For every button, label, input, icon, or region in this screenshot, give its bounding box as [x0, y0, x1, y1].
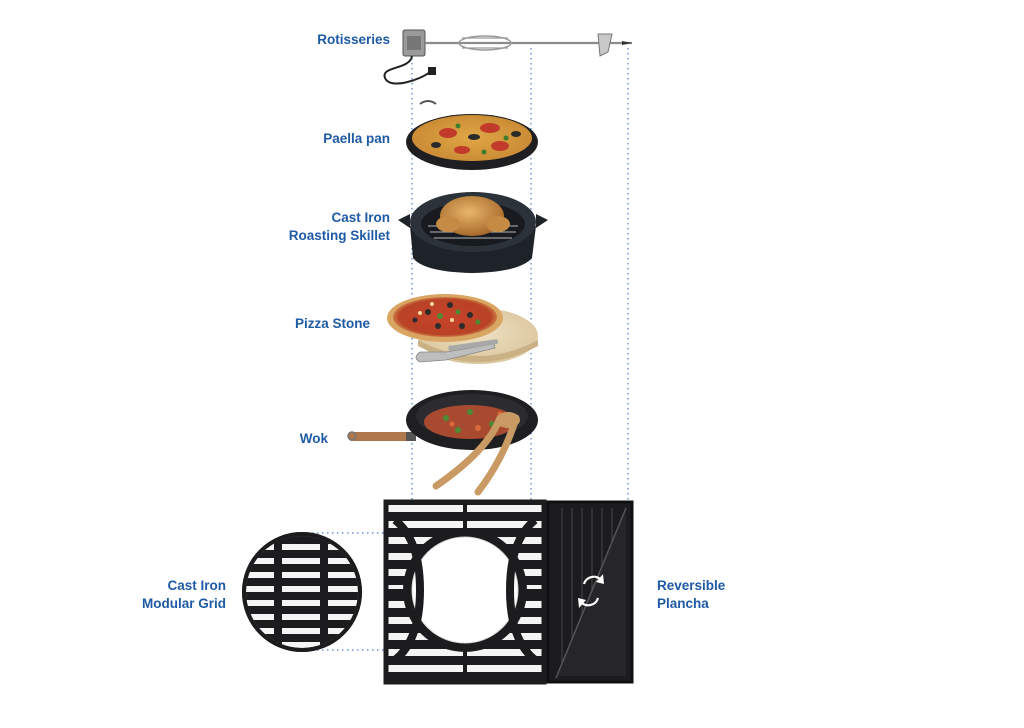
label-wok-text: Wok	[299, 431, 328, 446]
label-pizza-stone: Pizza Stone	[250, 315, 370, 333]
label-rotisseries-text: Rotisseries	[317, 32, 390, 47]
label-roasting-skillet: Cast Iron Roasting Skillet	[250, 209, 390, 245]
roasting-skillet	[398, 192, 548, 273]
label-wok: Wok	[250, 430, 328, 448]
label-plancha-line1: Reversible	[657, 578, 726, 593]
modular-grid	[242, 532, 362, 652]
label-paella-pan-text: Paella pan	[323, 131, 390, 146]
label-skillet-line1: Cast Iron	[331, 210, 390, 225]
label-pizza-stone-text: Pizza Stone	[294, 316, 370, 331]
label-modular-grid: Cast Iron Modular Grid	[110, 577, 226, 613]
reversible-plancha	[546, 500, 634, 684]
label-grid-line1: Cast Iron	[167, 578, 226, 593]
wok	[347, 390, 538, 496]
pizza-stone	[387, 294, 538, 364]
square-grill-grate	[383, 499, 547, 685]
guide-lines	[302, 48, 629, 651]
label-rotisseries: Rotisseries	[270, 31, 390, 49]
paella-pan	[406, 100, 538, 170]
label-grid-line2: Modular Grid	[142, 596, 226, 611]
label-paella-pan: Paella pan	[270, 130, 390, 148]
label-reversible-plancha: Reversible Plancha	[657, 577, 777, 613]
rotisserie	[383, 29, 632, 85]
label-plancha-line2: Plancha	[657, 596, 709, 611]
flip-arrows-icon	[578, 574, 604, 608]
label-skillet-line2: Roasting Skillet	[288, 228, 390, 243]
